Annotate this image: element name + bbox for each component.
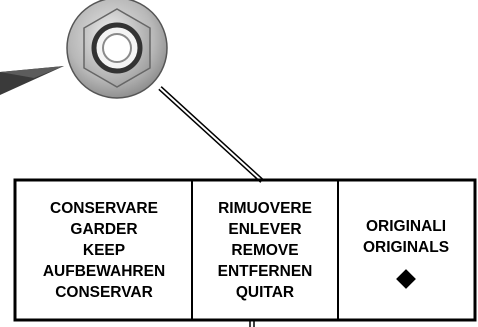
originals-label-en: ORIGINALS [362,238,450,256]
remove-label-fr: ENLEVER [228,221,302,238]
keep-label-fr: GARDER [70,221,138,238]
cutoff-mark [249,321,255,327]
remove-label-de: ENTFERNEN [217,263,313,280]
remove-label-es: QUITAR [235,284,295,301]
keep-label-en: KEEP [82,242,126,259]
originals-column: ORIGINALI ORIGINALS [338,182,474,319]
keep-column: CONSERVARE GARDER KEEP AUFBEWAHREN CONSE… [16,182,192,319]
originals-label-it: ORIGINALI [365,217,447,235]
flange-nut-icon [66,0,168,99]
parts-table-frame [13,178,477,322]
diamond-icon [396,268,416,289]
keep-label-de: AUFBEWAHREN [42,263,166,280]
remove-label-it: RIMUOVERE [218,200,312,217]
remove-column: RIMUOVERE ENLEVER REMOVE ENTFERNEN QUITA… [192,182,338,319]
remove-label-en: REMOVE [231,242,299,259]
keep-label-it: CONSERVARE [50,200,158,217]
arrow-pointer-icon [0,66,64,95]
keep-label-es: CONSERVAR [55,284,153,301]
leader-line-icon [158,86,264,183]
